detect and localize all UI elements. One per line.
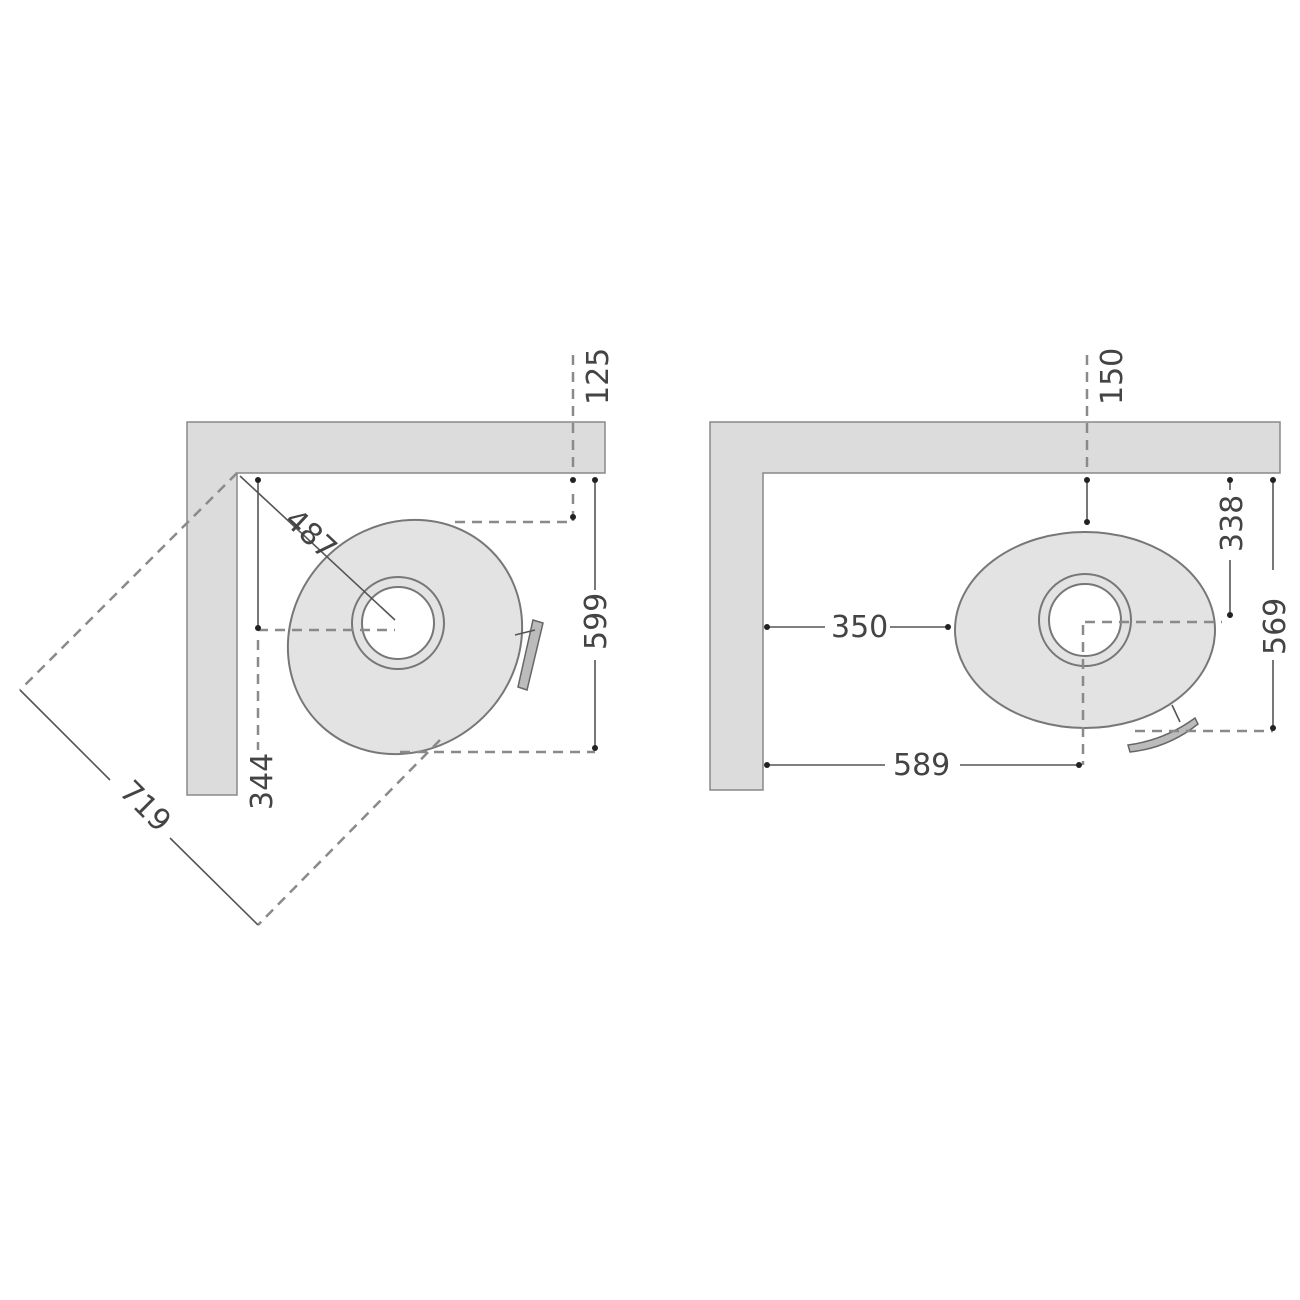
dim-label-344: 344 (245, 753, 280, 810)
arrow-dot (1227, 477, 1233, 483)
arrow-dot (764, 624, 770, 630)
left-door-handle (517, 619, 544, 691)
dim-label-569: 569 (1258, 598, 1293, 655)
arrow-dot (570, 514, 576, 520)
dim-line-719 (19, 689, 111, 781)
left-flue-opening (361, 586, 435, 660)
arrow-dot (592, 477, 598, 483)
dim-label-125: 125 (581, 348, 616, 405)
dim-line-719 (169, 837, 259, 926)
arrow-dot (255, 625, 261, 631)
left-handle-arm (514, 629, 536, 636)
arrow-dot (1076, 762, 1082, 768)
arrow-dot (570, 477, 576, 483)
arrow-dot (1084, 477, 1090, 483)
right-wall (709, 421, 1281, 791)
right-handle-arm (1171, 704, 1181, 723)
arrow-dot (1227, 612, 1233, 618)
arrow-dot (764, 762, 770, 768)
left-guide (19, 472, 238, 691)
right-door-handle (1127, 716, 1199, 753)
dim-label-599: 599 (579, 593, 614, 650)
dim-label-589: 589 (893, 748, 950, 783)
arrow-dot (592, 745, 598, 751)
arrow-dot (1270, 725, 1276, 731)
dim-label-150: 150 (1095, 348, 1130, 405)
left-guide (455, 490, 575, 524)
dim-label-350: 350 (831, 610, 888, 645)
dim-label-338: 338 (1215, 495, 1250, 552)
arrow-dot (255, 477, 261, 483)
left-plan-corner-installation: 125 599 487 344 719 (19, 348, 616, 926)
arrow-dot (1270, 477, 1276, 483)
right-plan-wall-installation: 150 338 569 350 589 (709, 348, 1293, 791)
arrow-dot (945, 624, 951, 630)
left-guide (257, 739, 441, 926)
right-flue-opening (1048, 583, 1122, 657)
arrow-dot (1084, 519, 1090, 525)
dim-line-487 (239, 475, 396, 621)
dim-label-719: 719 (112, 774, 177, 839)
